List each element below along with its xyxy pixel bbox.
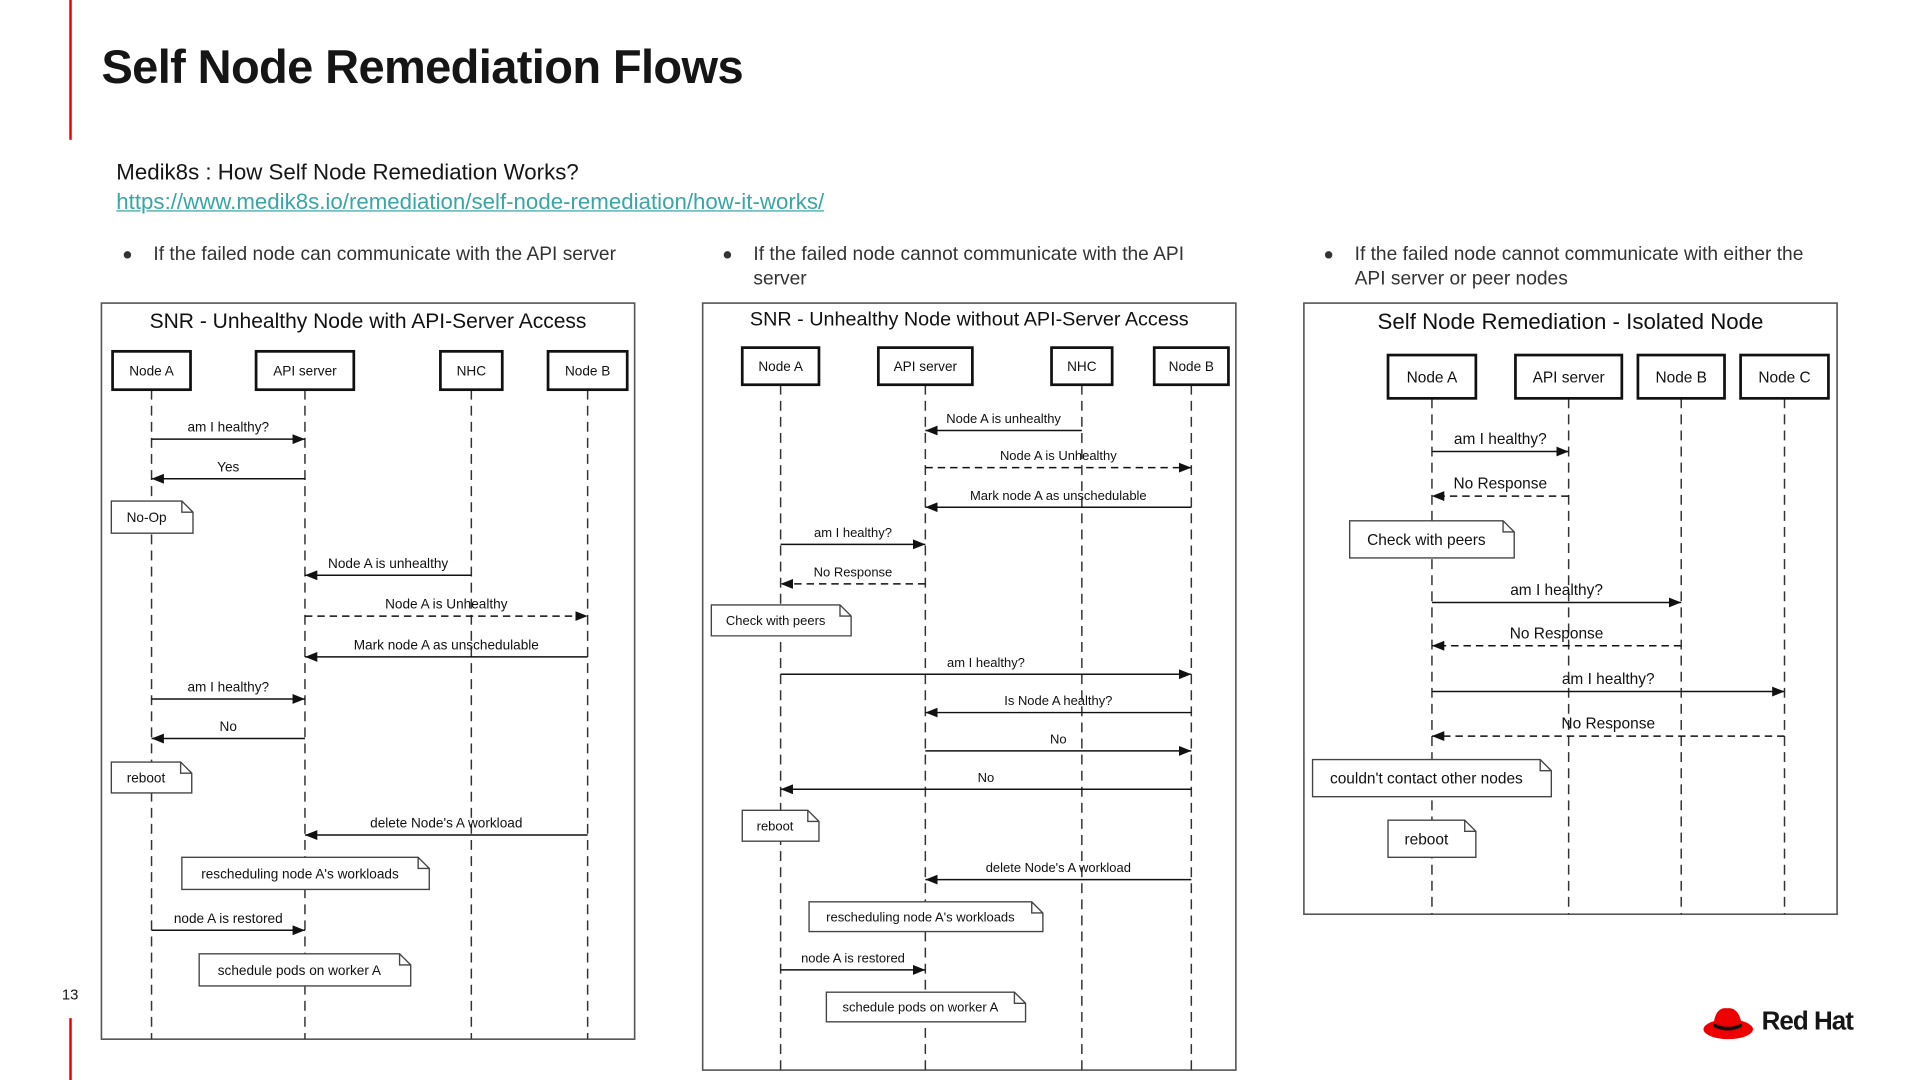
message-label: am I healthy? bbox=[1454, 431, 1547, 448]
diagram-title: Self Node Remediation - Isolated Node bbox=[1378, 309, 1764, 334]
note-box bbox=[710, 604, 852, 637]
note-text: No-Op bbox=[127, 510, 167, 525]
participant-box bbox=[1636, 353, 1726, 400]
reference-link[interactable]: https://www.medik8s.io/remediation/self-… bbox=[116, 189, 825, 215]
message-label: No Response bbox=[1510, 625, 1604, 642]
participant-box bbox=[1514, 353, 1624, 400]
participant-box bbox=[876, 346, 974, 387]
participant-label: API server bbox=[273, 363, 337, 378]
note-text: schedule pods on worker A bbox=[843, 1000, 999, 1015]
sequence-diagram-2: SNR - Unhealthy Node without API-Server … bbox=[701, 302, 1237, 1071]
message-label: am I healthy? bbox=[1562, 671, 1655, 688]
participant-box bbox=[1386, 353, 1478, 400]
participant-label: Node A bbox=[129, 363, 175, 378]
participant-label: Node C bbox=[1758, 369, 1810, 386]
bullet-api-access: If the failed node can communicate with … bbox=[123, 242, 624, 267]
logo-text: Red Hat bbox=[1761, 1006, 1854, 1036]
page-number: 13 bbox=[61, 985, 79, 1004]
note-text: rescheduling node A's workloads bbox=[826, 909, 1015, 924]
message-label: Node A is Unhealthy bbox=[1000, 448, 1117, 463]
message-label: delete Node's A workload bbox=[370, 816, 522, 831]
note-text: schedule pods on worker A bbox=[218, 963, 382, 978]
note-box bbox=[110, 500, 194, 534]
redhat-logo: Red Hat bbox=[1702, 1002, 1854, 1042]
bullet-isolated: If the failed node cannot communicate wi… bbox=[1324, 242, 1825, 291]
note-box bbox=[198, 953, 412, 987]
message-label: am I healthy? bbox=[187, 680, 269, 695]
message-label: Mark node A as unschedulable bbox=[354, 637, 539, 652]
participant-label: Node B bbox=[1169, 359, 1214, 374]
diagram-title: SNR - Unhealthy Node with API-Server Acc… bbox=[150, 310, 587, 333]
slide-title: Self Node Remediation Flows bbox=[101, 42, 743, 95]
participant-box bbox=[1050, 346, 1114, 387]
participant-label: Node A bbox=[758, 359, 804, 374]
subtitle: Medik8s : How Self Node Remediation Work… bbox=[116, 159, 579, 185]
participant-label: NHC bbox=[457, 363, 487, 378]
participant-label: API server bbox=[1533, 369, 1605, 386]
note-text: Check with peers bbox=[1367, 532, 1486, 549]
participant-box bbox=[439, 349, 504, 392]
note-text: rescheduling node A's workloads bbox=[201, 866, 399, 881]
participant-label: Node B bbox=[565, 363, 610, 378]
participant-label: Node A bbox=[1407, 369, 1458, 386]
note-box bbox=[1311, 758, 1553, 798]
participant-box bbox=[1739, 353, 1830, 400]
note-box bbox=[1348, 520, 1515, 559]
message-label: Node A is Unhealthy bbox=[385, 597, 508, 612]
message-label: No Response bbox=[1453, 476, 1547, 493]
diagram-title: SNR - Unhealthy Node without API-Server … bbox=[750, 308, 1189, 330]
redhat-fedora-icon bbox=[1703, 1008, 1753, 1040]
message-label: No bbox=[220, 719, 237, 734]
note-box bbox=[181, 856, 430, 891]
participant-box bbox=[546, 349, 629, 392]
diagram-frame bbox=[1303, 302, 1838, 916]
note-box bbox=[741, 809, 820, 842]
message-label: delete Node's A workload bbox=[986, 860, 1131, 875]
note-box bbox=[1387, 819, 1477, 858]
message-label: No bbox=[1050, 731, 1067, 746]
message-label: node A is restored bbox=[174, 911, 283, 926]
message-label: Yes bbox=[217, 459, 239, 474]
message-label: Node A is unhealthy bbox=[328, 556, 448, 571]
sequence-diagram-3: Self Node Remediation - Isolated NodeNod… bbox=[1303, 302, 1838, 916]
note-text: reboot bbox=[1404, 831, 1449, 848]
participant-box bbox=[1152, 346, 1230, 387]
message-label: node A is restored bbox=[801, 950, 905, 965]
message-label: Is Node A healthy? bbox=[1004, 693, 1112, 708]
message-label: Node A is unhealthy bbox=[946, 411, 1061, 426]
accent-line-bottom bbox=[69, 1018, 72, 1080]
note-text: reboot bbox=[757, 818, 794, 833]
message-label: No Response bbox=[814, 564, 893, 579]
message-label: No bbox=[978, 770, 995, 785]
message-label: am I healthy? bbox=[947, 655, 1025, 670]
note-box bbox=[825, 991, 1027, 1023]
note-text: Check with peers bbox=[726, 613, 826, 628]
note-text: couldn't contact other nodes bbox=[1330, 771, 1523, 788]
accent-line-top bbox=[69, 0, 72, 140]
message-label: am I healthy? bbox=[187, 420, 269, 435]
participant-label: API server bbox=[894, 359, 958, 374]
participant-box bbox=[740, 346, 821, 387]
participant-label: Node B bbox=[1655, 369, 1707, 386]
message-label: Mark node A as unschedulable bbox=[970, 488, 1147, 503]
participant-box bbox=[254, 349, 356, 392]
participant-label: NHC bbox=[1067, 359, 1097, 374]
message-label: am I healthy? bbox=[814, 525, 892, 540]
sequence-diagram-1: SNR - Unhealthy Node with API-Server Acc… bbox=[100, 302, 636, 1040]
message-label: No Response bbox=[1561, 716, 1655, 733]
participant-box bbox=[111, 349, 192, 392]
bullet-no-api-access: If the failed node cannot communicate wi… bbox=[723, 242, 1224, 291]
note-box bbox=[110, 761, 193, 794]
message-label: am I healthy? bbox=[1510, 582, 1603, 599]
note-text: reboot bbox=[127, 770, 166, 785]
note-box bbox=[808, 901, 1044, 933]
diagram-frame bbox=[100, 302, 636, 1040]
